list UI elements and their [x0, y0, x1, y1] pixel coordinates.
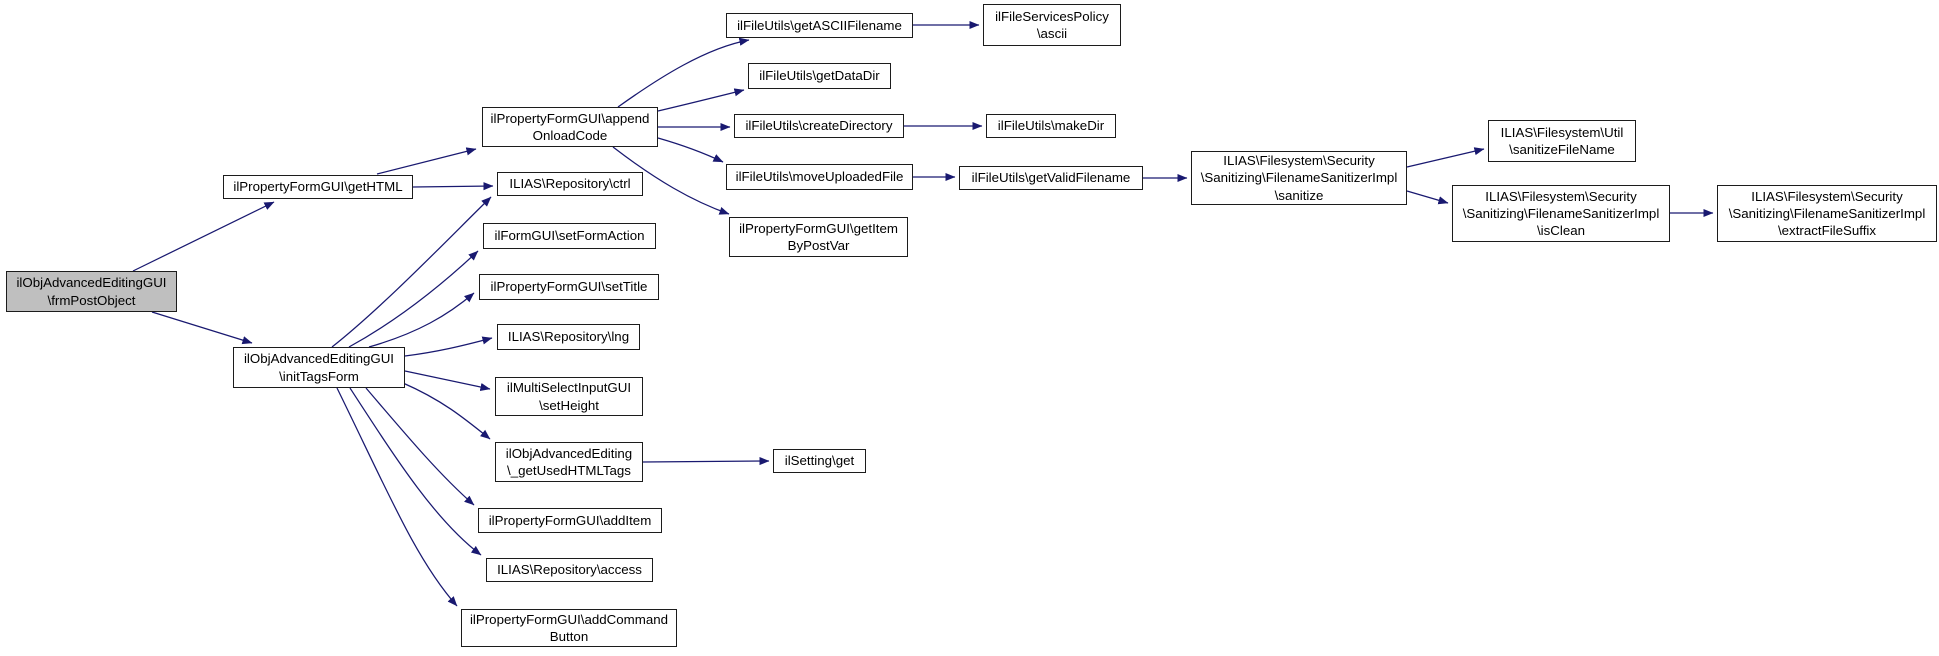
node-set-height[interactable]: ilMultiSelectInputGUI \setHeight — [495, 377, 643, 416]
edge-frmPostObject-initTagsForm — [151, 311, 253, 345]
node-get-item-by-post-var[interactable]: ilPropertyFormGUI\getItem ByPostVar — [729, 217, 908, 257]
edge-appendOnloadCode-getDataDir — [657, 88, 745, 112]
edge-sanitize-isClean — [1406, 190, 1449, 205]
node-add-item[interactable]: ilPropertyFormGUI\addItem — [478, 508, 662, 533]
node-access[interactable]: ILIAS\Repository\access — [486, 558, 653, 582]
edge-appendOnloadCode-getItemByPostVar — [612, 146, 730, 215]
edge-getUsedHTMLTags-settingGet — [642, 456, 770, 466]
edge-frmPostObject-getHTML — [132, 201, 275, 272]
node-ascii[interactable]: ilFileServicesPolicy \ascii — [983, 4, 1121, 46]
node-get-html[interactable]: ilPropertyFormGUI\getHTML — [223, 175, 413, 199]
node-setting-get[interactable]: ilSetting\get — [773, 449, 866, 473]
edge-initTagsForm-addItem — [365, 387, 475, 506]
node-sanitize[interactable]: ILIAS\Filesystem\Security \Sanitizing\Fi… — [1191, 151, 1407, 205]
node-get-data-dir[interactable]: ilFileUtils\getDataDir — [748, 63, 891, 89]
node-extract-file-suffix[interactable]: ILIAS\Filesystem\Security \Sanitizing\Fi… — [1717, 185, 1937, 242]
node-frm-post-object[interactable]: ilObjAdvancedEditingGUI \frmPostObject — [6, 271, 177, 312]
edge-initTagsForm-setTitle — [368, 292, 475, 348]
node-create-directory[interactable]: ilFileUtils\createDirectory — [734, 114, 904, 138]
node-set-title[interactable]: ilPropertyFormGUI\setTitle — [479, 274, 659, 300]
node-init-tags-form[interactable]: ilObjAdvancedEditingGUI \initTagsForm — [233, 347, 405, 388]
node-make-dir[interactable]: ilFileUtils\makeDir — [986, 114, 1116, 138]
edge-initTagsForm-getUsedHTMLTags — [402, 382, 491, 440]
edge-initTagsForm-access — [349, 387, 482, 556]
node-get-used-html-tags[interactable]: ilObjAdvancedEditing \_getUsedHTMLTags — [495, 442, 643, 482]
node-move-uploaded-file[interactable]: ilFileUtils\moveUploadedFile — [726, 164, 913, 190]
edge-initTagsForm-addCommandButton — [336, 387, 458, 607]
edge-initTagsForm-ctrl — [331, 196, 492, 348]
node-add-command-button[interactable]: ilPropertyFormGUI\addCommand Button — [461, 609, 677, 647]
edge-initTagsForm-lng — [404, 336, 493, 357]
edge-appendOnloadCode-getASCIIFilename — [617, 37, 750, 108]
node-ctrl[interactable]: ILIAS\Repository\ctrl — [497, 172, 643, 196]
node-append-onload-code[interactable]: ilPropertyFormGUI\append OnloadCode — [482, 107, 658, 147]
node-get-valid-filename[interactable]: ilFileUtils\getValidFilename — [959, 166, 1143, 190]
node-sanitize-file-name[interactable]: ILIAS\Filesystem\Util \sanitizeFileName — [1488, 120, 1636, 162]
node-is-clean[interactable]: ILIAS\Filesystem\Security \Sanitizing\Fi… — [1452, 185, 1670, 242]
node-set-form-action[interactable]: ilFormGUI\setFormAction — [483, 223, 656, 249]
node-get-ascii-filename[interactable]: ilFileUtils\getASCIIFilename — [726, 13, 913, 38]
node-lng[interactable]: ILIAS\Repository\lng — [497, 324, 640, 350]
edge-appendOnloadCode-moveUploadedFile — [657, 137, 724, 163]
edge-getHTML-appendOnloadCode — [376, 147, 477, 175]
edge-sanitize-sanitizeFileName — [1406, 147, 1485, 168]
edge-getHTML-ctrl — [412, 182, 494, 191]
edge-initTagsForm-setFormAction — [348, 250, 479, 348]
edge-initTagsForm-setHeight — [404, 370, 491, 392]
